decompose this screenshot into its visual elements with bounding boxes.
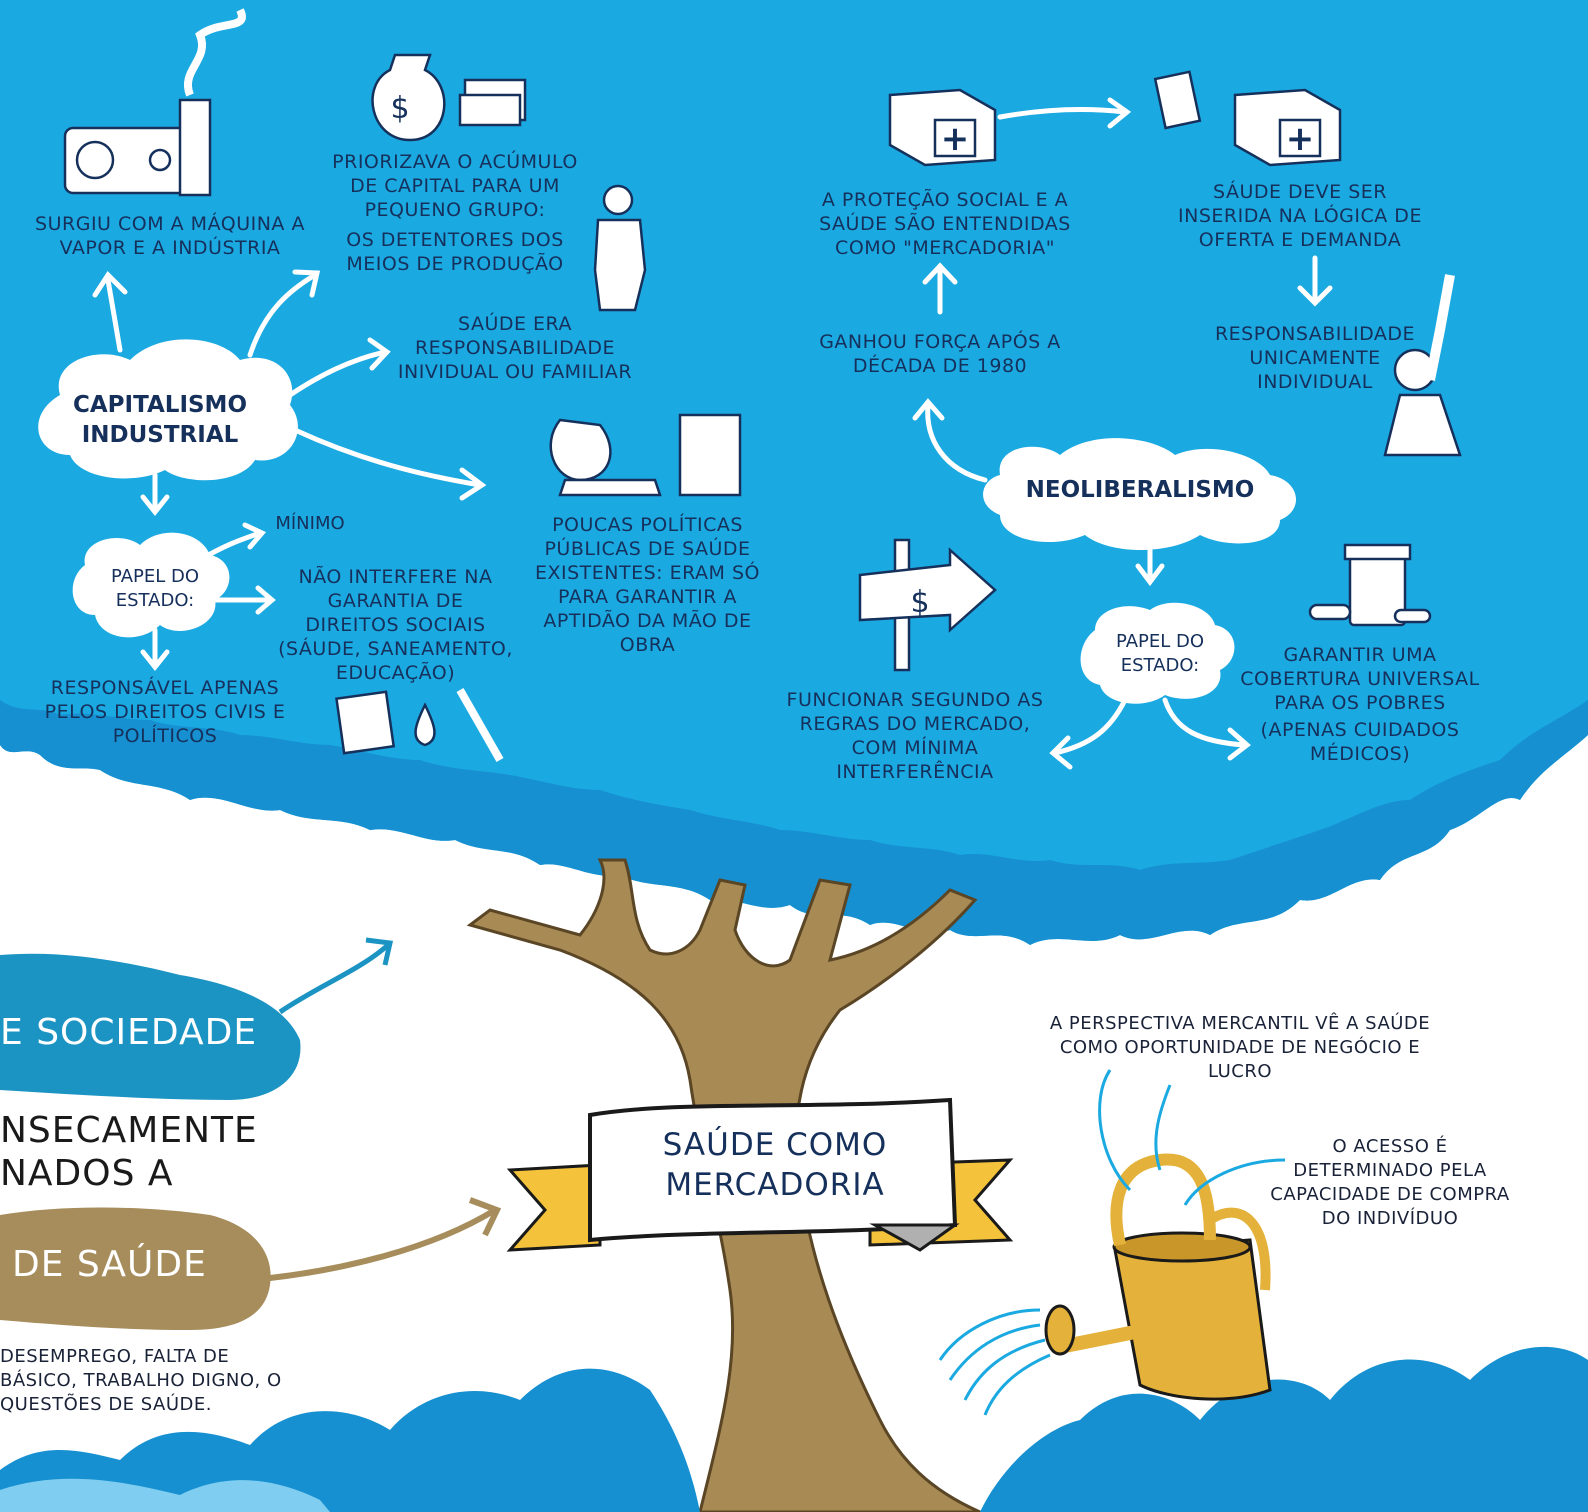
leaves-dark-band bbox=[0, 700, 1588, 945]
saude-era-text: SAÚDE ERA RESPONSABILIDADE INIVIDUAL OU … bbox=[397, 313, 633, 383]
neoliberalismo-title: NEOLIBERALISMO bbox=[1025, 477, 1255, 503]
arrow-tan bbox=[269, 1207, 497, 1281]
saude-como-mercadoria-banner: SAÚDE COMO MERCADORIA bbox=[662, 1127, 888, 1203]
cloud-capitalismo bbox=[38, 339, 298, 481]
banner-ribbon bbox=[506, 1097, 1014, 1252]
papel-estado-cap: PAPEL DO ESTADO: bbox=[110, 566, 200, 611]
water-drops bbox=[938, 1308, 1051, 1416]
tree-canopy bbox=[0, 0, 1588, 945]
ganhou-forca-text: GANHOU FORÇA APÓS A DÉCADA DE 1980 bbox=[819, 331, 1061, 377]
footnote-text: DESEMPREGO, FALTA DE BÁSICO, TRABALHO DI… bbox=[0, 1346, 282, 1415]
poucas-politicas-text: POUCAS POLÍTICAS PÚBLICAS DE SAÚDE EXIST… bbox=[534, 514, 760, 656]
perspectiva-mercantil-text: A PERSPECTIVA MERCANTIL VÊ A SAÚDE COMO … bbox=[1049, 1013, 1431, 1082]
cloud-papel-neo bbox=[1080, 602, 1235, 704]
watering-can-icon bbox=[1044, 1153, 1272, 1401]
priorizava-text: PRIORIZAVA O ACÚMULO DE CAPITAL PARA UM … bbox=[332, 151, 578, 221]
responsavel-text: RESPONSÁVEL APENAS PELOS DIREITOS CIVIS … bbox=[44, 677, 286, 747]
plus-icon: + bbox=[941, 119, 970, 159]
plus-icon-2: + bbox=[1286, 119, 1315, 159]
saude-band bbox=[0, 1207, 271, 1330]
protecao-social-text: A PROTEÇÃO SOCIAL E A SAÚDE SÃO ENTENDID… bbox=[819, 189, 1071, 259]
businessman-icon bbox=[593, 184, 647, 312]
box-exchange-icon bbox=[1153, 70, 1342, 167]
sociedade-band-text: E SOCIEDADE bbox=[0, 1012, 258, 1053]
book-water-syringe-icon bbox=[335, 688, 504, 762]
pill-bottle-icon bbox=[1308, 543, 1432, 627]
cloud-papel-cap bbox=[72, 532, 230, 638]
medical-box-icon bbox=[888, 88, 997, 167]
bush-right bbox=[980, 1346, 1588, 1512]
apenas-cuidados-text: (APENAS CUIDADOS MÉDICOS) bbox=[1260, 719, 1460, 765]
bush-front bbox=[0, 1478, 330, 1512]
capitalismo-industrial-title: CAPITALISMO INDUSTRIAL bbox=[72, 392, 248, 448]
intrinsecamente-text: NSECAMENTE bbox=[0, 1110, 258, 1151]
de-saude-band-text: DE SAÚDE bbox=[12, 1244, 207, 1285]
sociedade-band bbox=[0, 953, 301, 1100]
saude-oferta-text: SÁUDE DEVE SER INSERIDA NA LÓGICA DE OFE… bbox=[1178, 181, 1422, 251]
dollar-sign-post: $ bbox=[910, 585, 929, 620]
funcionar-text: FUNCIONAR SEGUNDO AS REGRAS DO MERCADO, … bbox=[786, 689, 1044, 783]
steam-engine-icon bbox=[63, 8, 246, 197]
dollar-sign-post-icon bbox=[858, 538, 997, 672]
canopy-arrows bbox=[92, 97, 1333, 770]
worker-machine-icon bbox=[549, 413, 742, 497]
bush-left bbox=[0, 1368, 700, 1512]
money-bag-icon bbox=[371, 53, 527, 142]
drowning-person-icon bbox=[1383, 274, 1462, 457]
papel-estado-neo: PAPEL DO ESTADO: bbox=[1115, 631, 1205, 676]
nados-text: NADOS A bbox=[0, 1153, 174, 1194]
garantir-text: GARANTIR UMA COBERTURA UNIVERSAL PARA OS… bbox=[1240, 644, 1480, 714]
can-arrows bbox=[1098, 1069, 1286, 1206]
cloud-neoliberalismo bbox=[983, 438, 1297, 550]
acesso-text: O ACESSO É DETERMINADO PELA CAPACIDADE D… bbox=[1270, 1136, 1510, 1229]
dollar-icon: $ bbox=[390, 91, 409, 126]
detentores-text: OS DETENTORES DOS MEIOS DE PRODUÇÃO bbox=[346, 229, 564, 275]
nao-interfere-text: NÃO INTERFERE NA GARANTIA DE DIREITOS SO… bbox=[278, 566, 513, 684]
arrow-teal bbox=[278, 943, 390, 1015]
surgiu-text: SURGIU COM A MÁQUINA A VAPOR E A INDÚSTR… bbox=[35, 213, 305, 259]
minimo-text: MÍNIMO bbox=[275, 513, 345, 534]
responsabilidade-individual-text: RESPONSABILIDADE UNICAMENTE INDIVIDUAL bbox=[1214, 323, 1416, 393]
